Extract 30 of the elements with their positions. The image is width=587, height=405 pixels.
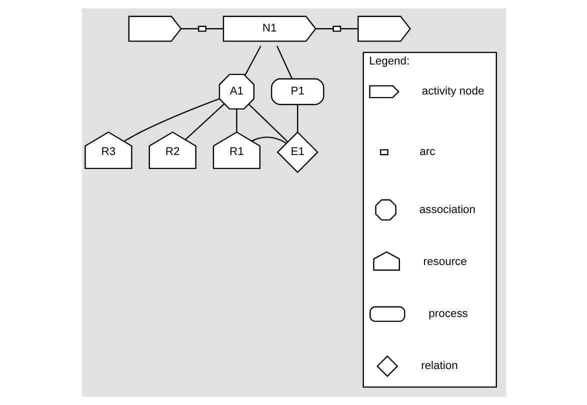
connector [248, 104, 288, 142]
connector [250, 136, 286, 144]
connector [244, 46, 261, 76]
node-capsule [369, 306, 405, 322]
node-octagon [374, 199, 396, 221]
connector [315, 28, 333, 30]
legend-label: activity node [421, 86, 484, 98]
connector [296, 104, 298, 132]
legend-label: association [418, 204, 476, 216]
connector [123, 98, 220, 142]
node-box: P1 [270, 78, 324, 106]
node-tag [357, 16, 410, 42]
legend-label: resource [422, 256, 466, 268]
connector [205, 28, 223, 30]
legend-label: arc [419, 146, 435, 158]
connector [184, 103, 224, 140]
node-tag [368, 85, 399, 98]
node-box [379, 149, 388, 156]
connector [276, 46, 292, 79]
connector [180, 28, 198, 30]
legend-label: process [428, 308, 468, 320]
connector [340, 28, 358, 30]
node-diamond: E1 [276, 131, 318, 174]
node-pentagon [372, 251, 400, 271]
connector [236, 109, 237, 132]
node-box [332, 26, 341, 32]
node-box [198, 26, 206, 32]
node-tag [128, 16, 182, 42]
legend-label: relation [420, 360, 458, 372]
node-diamond [376, 355, 398, 378]
